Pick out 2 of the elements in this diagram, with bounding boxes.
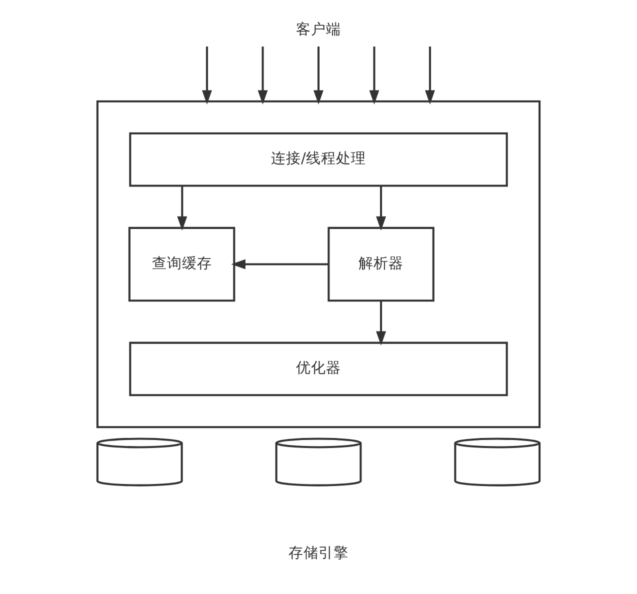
- node-text: 客户端: [296, 22, 341, 38]
- label: 存储引擎: [288, 545, 348, 562]
